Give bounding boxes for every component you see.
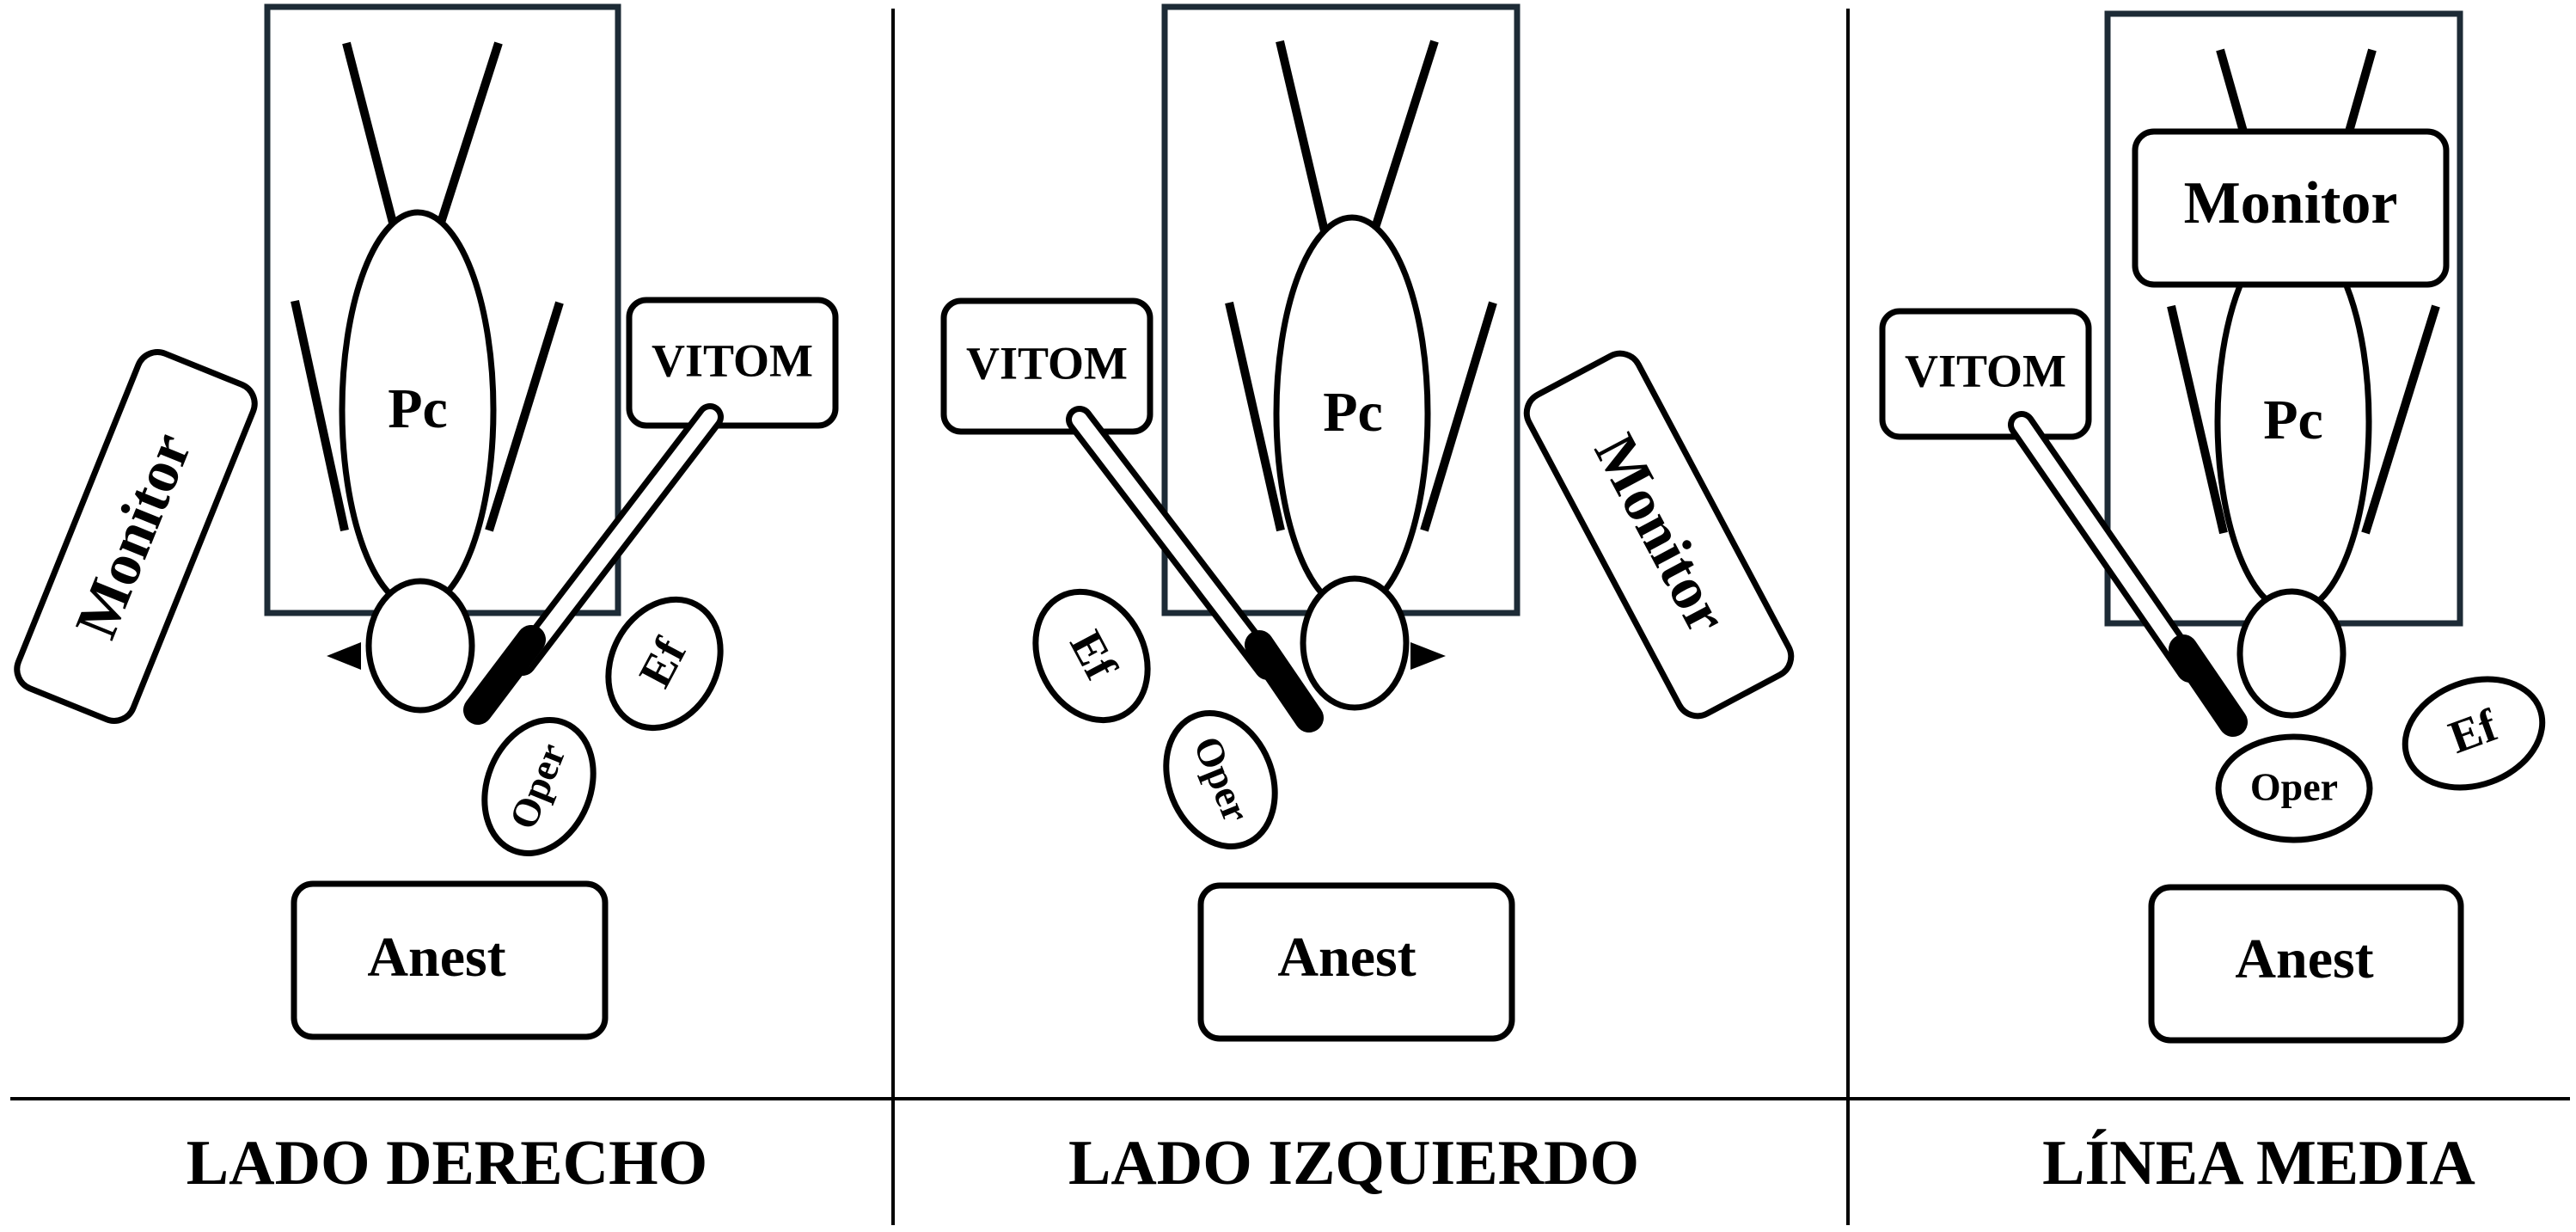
patient-head [1300, 575, 1410, 711]
assistant: Ef [2402, 676, 2546, 791]
patient-leg [2343, 48, 2377, 139]
head-direction-arrow [1410, 642, 1446, 670]
patient-leg [428, 41, 503, 251]
assistant: Ef [605, 596, 724, 732]
panel-caption: LÍNEA MEDIA [2042, 1128, 2475, 1198]
anesthesia-box [1197, 882, 1515, 1042]
vitom-label: VITOM [1905, 345, 2066, 396]
patient-arm [291, 299, 349, 532]
vitom-box [940, 297, 1153, 435]
patient-leg [342, 41, 404, 251]
vitom-box [626, 297, 839, 429]
patient-leg [1276, 40, 1333, 251]
panel-caption: LADO IZQUIERDO [1068, 1128, 1639, 1198]
operator: Oper [481, 716, 597, 857]
patient-arm [2361, 304, 2440, 535]
anesthesia-box [2148, 884, 2464, 1044]
patient-label: Pc [2263, 389, 2323, 451]
anesthesia-box [291, 880, 609, 1040]
patient-label: Pc [1323, 381, 1383, 444]
patient-arm [1225, 301, 1285, 532]
operator-label: Oper [2250, 765, 2338, 809]
monitor-label: Monitor [63, 424, 205, 647]
anesthesia-label: Anest [367, 926, 505, 989]
vitom-scope-arm [463, 403, 724, 725]
vitom-box [1879, 308, 2092, 440]
assistant: Ef [1032, 588, 1151, 724]
vitom-scope-arm [2008, 411, 2248, 737]
head-direction-arrow [327, 642, 361, 670]
vitom-label: VITOM [966, 337, 1128, 389]
operator [2215, 733, 2373, 843]
patient-arm [485, 301, 564, 532]
monitor-box [2132, 128, 2450, 288]
patient-leg [1364, 40, 1439, 251]
panel-caption: LADO DERECHO [187, 1128, 707, 1198]
patient-leg [2216, 48, 2249, 139]
patient-head [2236, 588, 2347, 719]
vitom-scope-arm [1066, 406, 1324, 732]
panel-lado-izquierdo: Pc VITOM Monitor Ef Oper Anest LADO IZQU… [940, 3, 1795, 1198]
anesthesia-label: Anest [1277, 926, 1416, 989]
monitor-unit: Monitor [14, 349, 258, 724]
patient-arm [1420, 301, 1497, 532]
patient-label: Pc [388, 377, 448, 440]
patient-arm [2167, 304, 2228, 535]
patient-head [365, 578, 475, 714]
anesthesia-label: Anest [2235, 928, 2373, 990]
vitom-label: VITOM [652, 334, 813, 386]
panel-lado-derecho: Pc Monitor VITOM Ef Oper Anest [14, 3, 839, 1198]
panel-linea-media: Pc Monitor VITOM Oper Ef Anest LÍNEA MED… [1879, 10, 2546, 1198]
monitor-label: Monitor [1582, 424, 1741, 644]
operator: Oper [1163, 709, 1278, 850]
monitor-unit: Monitor [1523, 350, 1795, 720]
monitor-label: Monitor [2184, 170, 2398, 236]
